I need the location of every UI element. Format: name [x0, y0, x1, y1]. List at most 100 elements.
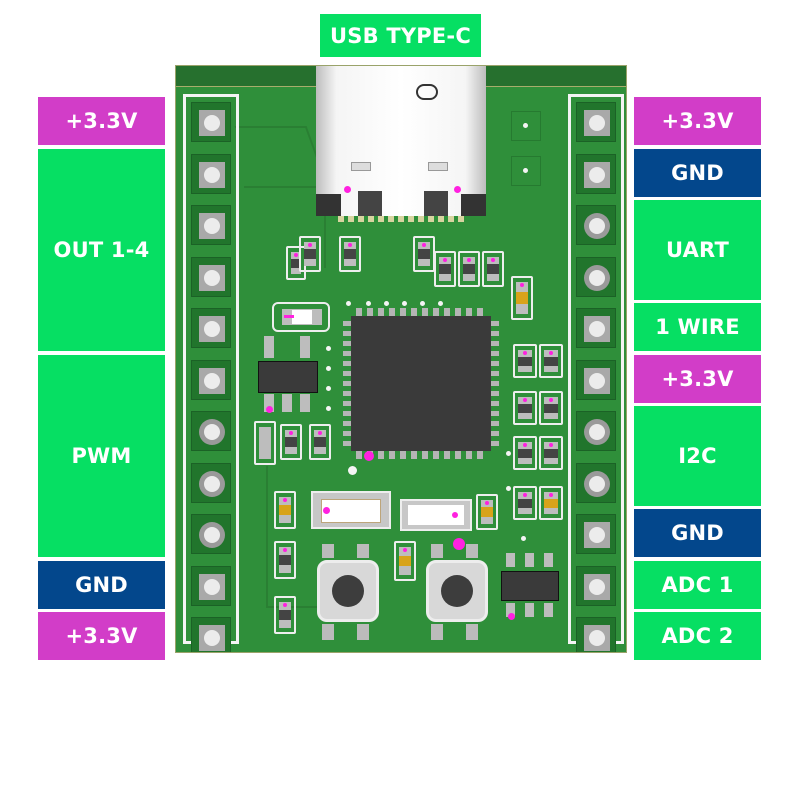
- resistor: [513, 344, 537, 378]
- polarity-marker: [520, 283, 524, 287]
- boot-button[interactable]: [426, 560, 488, 622]
- resistor: [539, 436, 563, 470]
- pin1-marker: [454, 186, 461, 193]
- regulator-pin: [300, 336, 310, 358]
- opamp-pin1-marker: [508, 613, 515, 620]
- resistor: [254, 421, 276, 465]
- header-pin: [191, 102, 231, 142]
- trace: [266, 466, 358, 608]
- mcu-pins-top: [356, 308, 486, 316]
- reset-button[interactable]: [317, 560, 379, 622]
- pin-hole: [204, 475, 220, 492]
- header-pin: [191, 514, 231, 554]
- trace: [244, 186, 326, 268]
- via: [402, 301, 407, 306]
- capacitor: [539, 486, 563, 520]
- header-pin: [576, 359, 616, 400]
- polarity-marker: [485, 501, 489, 505]
- pin-label-adc-1: ADC 1: [634, 560, 761, 609]
- mcu-pin1-marker: [364, 451, 374, 461]
- regulator-pin: [264, 336, 274, 358]
- button-cap: [332, 575, 364, 607]
- pin-hole: [589, 166, 605, 183]
- pin-hole: [204, 115, 220, 131]
- crystal: [311, 491, 391, 529]
- pin-hole: [589, 630, 605, 646]
- polarity-marker: [549, 351, 553, 355]
- op-amp-chip: [501, 571, 559, 601]
- button-leg: [357, 624, 369, 640]
- pin-label-3-3v: +3.3V: [38, 97, 165, 145]
- usb-shell-tab: [358, 191, 382, 216]
- pin-label-i2c: I2C: [634, 406, 761, 506]
- mcu-pins-right: [491, 321, 499, 446]
- pin-hole: [589, 269, 605, 286]
- resistor: [280, 424, 302, 460]
- pin-hole: [204, 321, 220, 337]
- opamp-pins: [506, 553, 554, 567]
- usb-logo-icon: [416, 84, 438, 100]
- polarity-marker: [523, 443, 527, 447]
- polarity-marker: [523, 398, 527, 402]
- resonator: [400, 499, 472, 531]
- resistor: [309, 424, 331, 460]
- pin-hole: [589, 115, 605, 131]
- pin-label-gnd: GND: [38, 560, 165, 609]
- resistor: [513, 391, 537, 425]
- header-pin: [576, 308, 616, 348]
- pin1-marker: [344, 186, 351, 193]
- resistor: [274, 541, 296, 579]
- pin-hole: [204, 166, 220, 183]
- via: [326, 406, 331, 411]
- pin-label-pwm: PWM: [38, 354, 165, 557]
- header-pin: [576, 514, 616, 554]
- voltage-regulator: [258, 361, 318, 393]
- polarity-marker: [523, 351, 527, 355]
- pin-label-3-3v: +3.3V: [38, 612, 165, 660]
- resistor: [482, 251, 504, 287]
- via: [506, 451, 511, 456]
- pin-hole: [589, 218, 605, 234]
- via: [326, 366, 331, 371]
- via: [506, 486, 511, 491]
- regulator-pin: [300, 394, 310, 412]
- fiducial: [348, 466, 357, 475]
- resistor: [339, 236, 361, 272]
- pin-label-out-1-4: OUT 1-4: [38, 148, 165, 351]
- header-pin: [576, 411, 616, 451]
- header-pin: [191, 565, 231, 606]
- capacitor: [476, 494, 498, 530]
- via: [366, 301, 371, 306]
- header-pin: [576, 617, 616, 652]
- polarity-marker: [422, 243, 426, 247]
- header-pin: [191, 359, 231, 400]
- polarity-marker: [523, 493, 527, 497]
- opamp-pins: [506, 603, 554, 617]
- pin-hole: [204, 424, 220, 440]
- polarity-marker: [403, 548, 407, 552]
- polarity-marker: [289, 431, 293, 435]
- capacitor: [394, 541, 416, 581]
- resistor: [458, 251, 480, 287]
- via: [521, 536, 526, 541]
- microcontroller-chip: [351, 316, 491, 451]
- header-pin: [576, 205, 616, 245]
- pin-hole: [204, 630, 220, 646]
- pin-hole: [589, 475, 605, 492]
- marker-dot: [453, 538, 465, 550]
- polarity-marker: [549, 443, 553, 447]
- via: [326, 346, 331, 351]
- button-leg: [322, 624, 334, 640]
- resistor: [413, 236, 435, 272]
- header-pin: [576, 462, 616, 503]
- polarity-marker: [491, 258, 495, 262]
- polarity-marker: [283, 603, 287, 607]
- polarity-marker: [283, 498, 287, 502]
- polarity-marker: [443, 258, 447, 262]
- resistor: [539, 344, 563, 378]
- resistor: [513, 436, 537, 470]
- via: [346, 301, 351, 306]
- header-pin: [191, 462, 231, 503]
- pin-label-3-3v: +3.3V: [634, 354, 761, 403]
- capacitor: [274, 491, 296, 529]
